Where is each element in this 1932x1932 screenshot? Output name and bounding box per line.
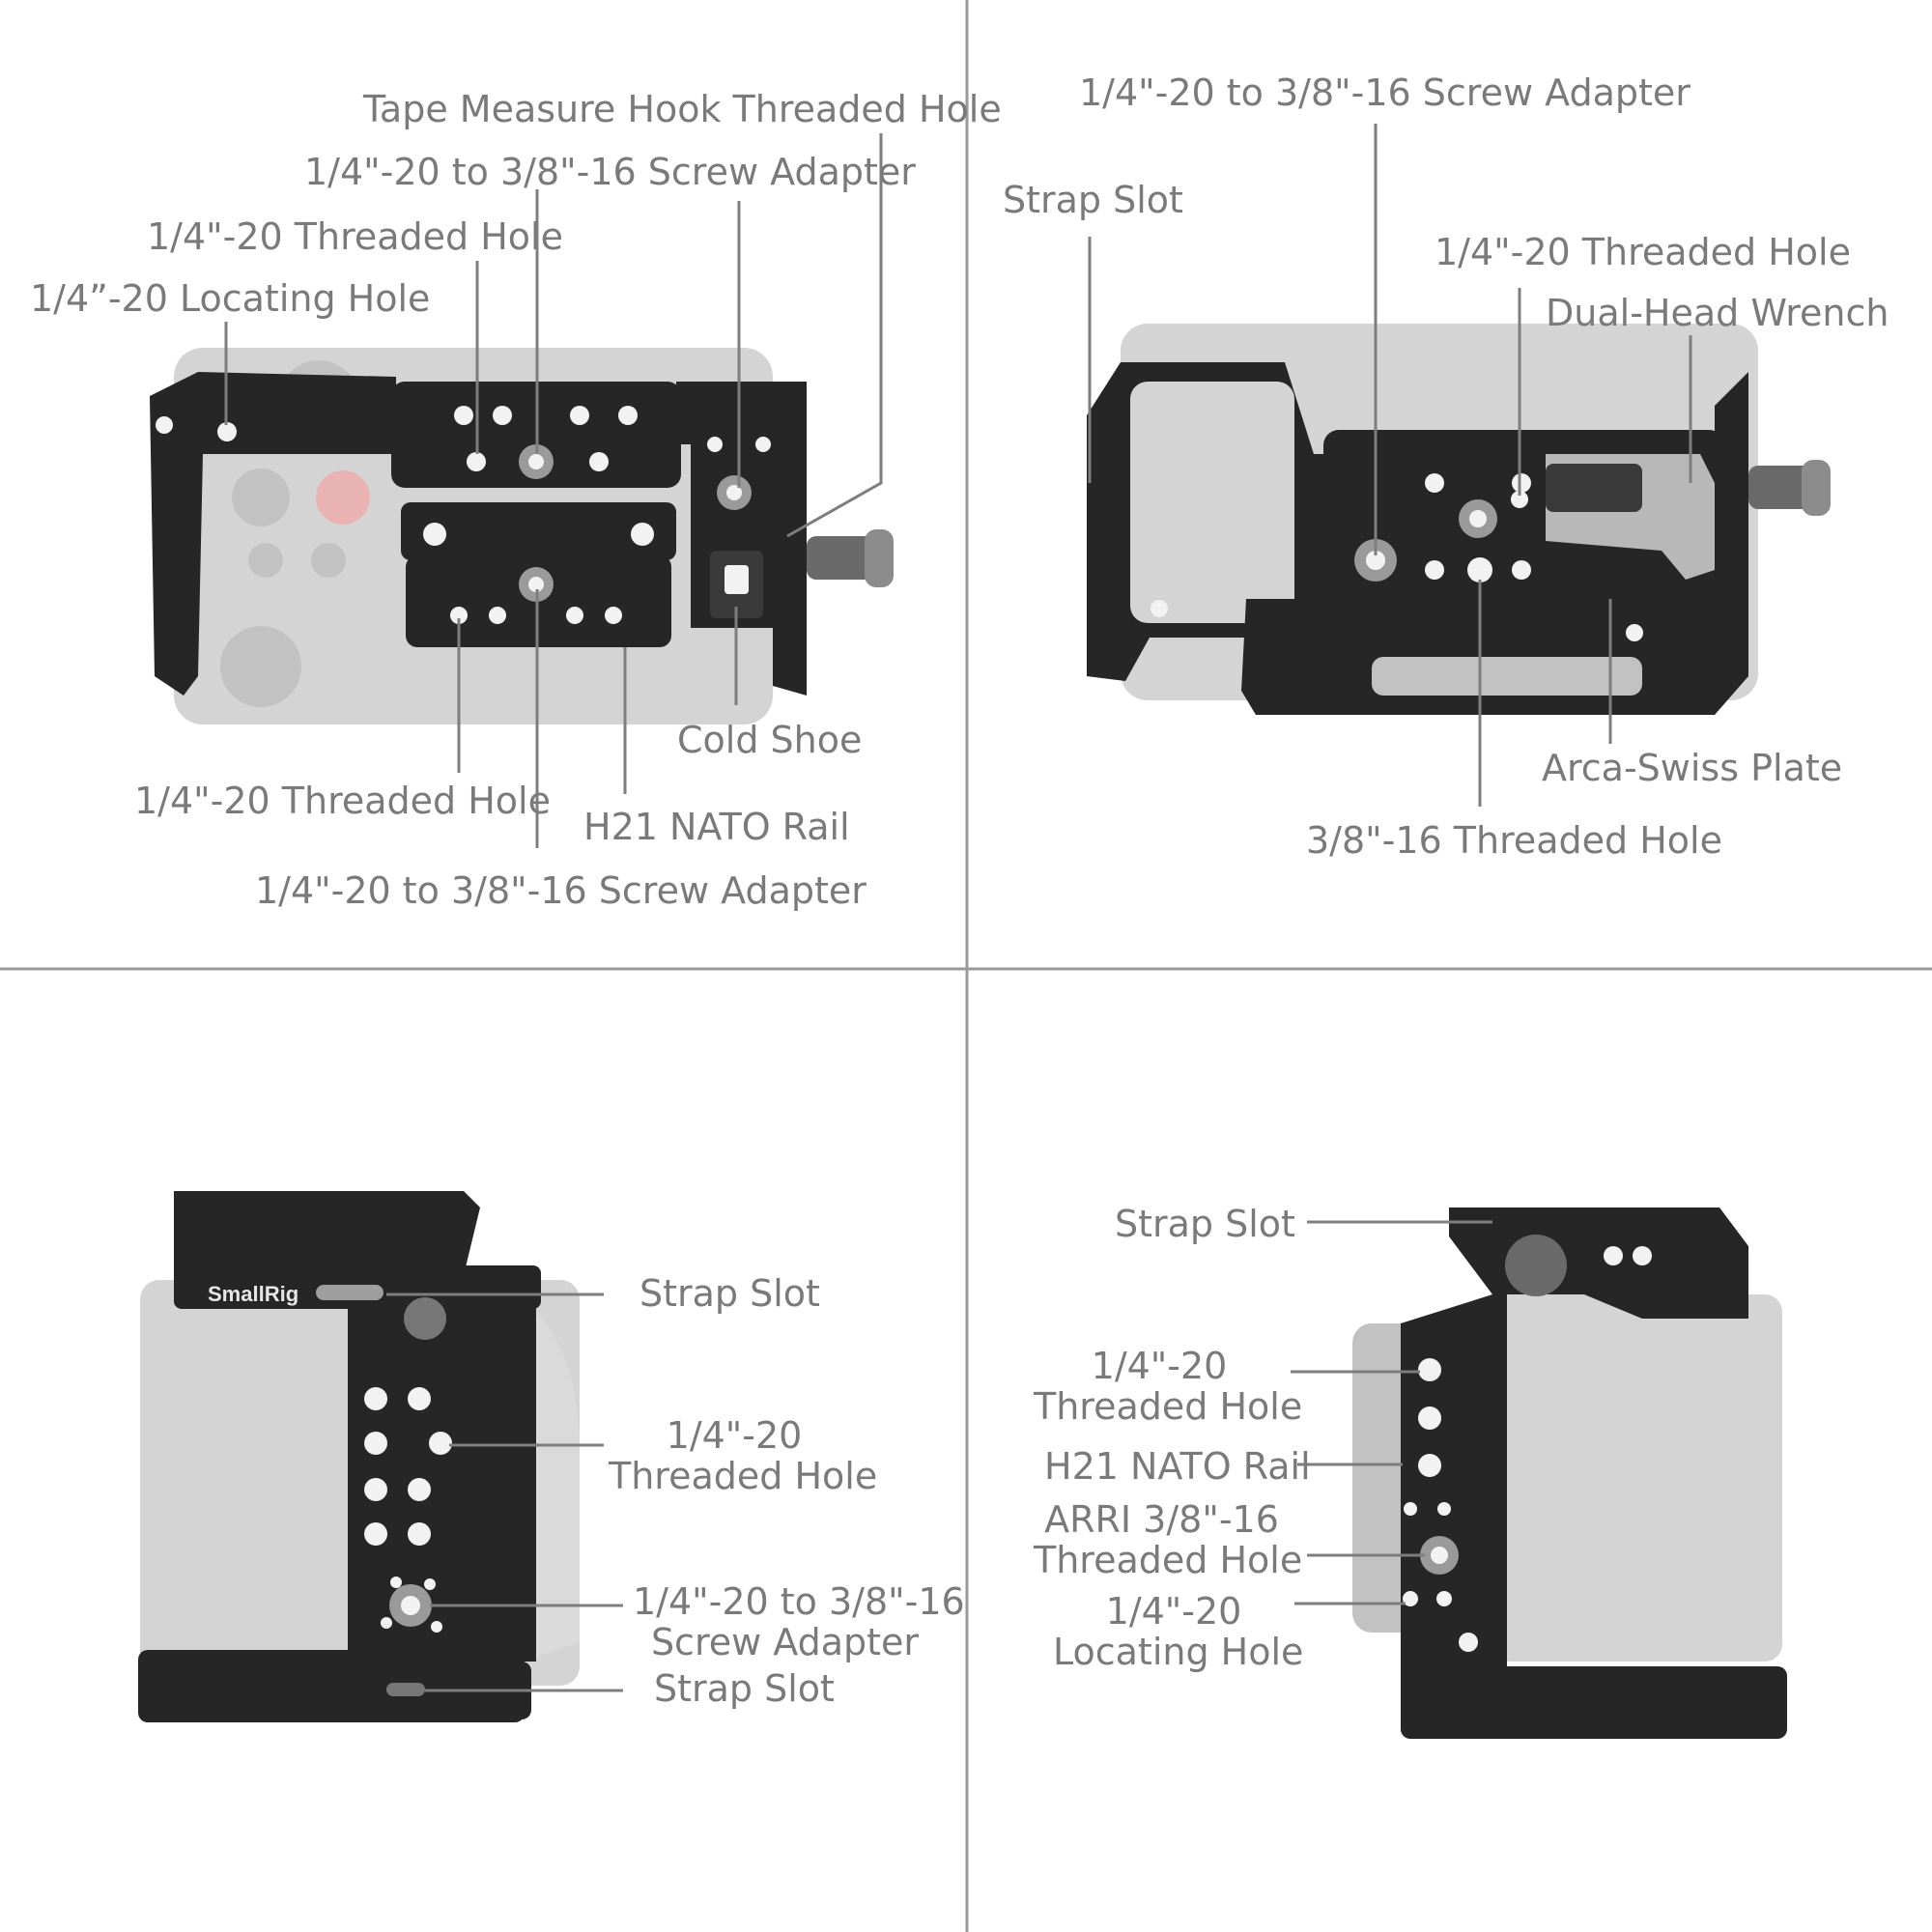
camera-joystick (220, 626, 301, 707)
port-side-leaders (1291, 1220, 1492, 1605)
label-threaded-hole-38: 3/8"-16 Threaded Hole (1306, 819, 1722, 862)
cage-base-lip (203, 1662, 531, 1719)
label-threaded-hole-bottomview: 1/4"-20 Threaded Hole (1435, 231, 1851, 273)
grip-side-holes (364, 1387, 452, 1633)
label-arri-line2: Threaded Hole (1034, 1539, 1303, 1581)
bottom-plate-holes (1151, 473, 1643, 641)
label-strap-slot-bottomview: Strap Slot (1003, 179, 1183, 221)
label-screw-adapter-top: 1/4"-20 to 3/8"-16 Screw Adapter (304, 151, 916, 193)
camera-grip (454, 1265, 580, 1662)
cage-right-side (1715, 372, 1748, 715)
label-nato-rail-port: H21 NATO Rail (1044, 1445, 1311, 1488)
label-arri-threaded-hole: ARRI 3/8"-16 Threaded Hole (1034, 1498, 1303, 1581)
nato-rail-holes (423, 523, 654, 624)
label-screw-adapter-grip: 1/4"-20 to 3/8"-16 Screw Adapter (633, 1580, 965, 1663)
label-screw-adapter-grip-line1: 1/4"-20 to 3/8"-16 (633, 1580, 965, 1623)
bottom-view-illustration (1087, 124, 1831, 807)
port-side-holes (1403, 1246, 1652, 1652)
label-tape-measure-hook-hole: Tape Measure Hook Threaded Hole (363, 88, 1002, 130)
label-strap-slot-top-grip: Strap Slot (639, 1272, 820, 1315)
label-threaded-hole-port-line2: Threaded Hole (1034, 1385, 1303, 1428)
label-arca-swiss-plate: Arca-Swiss Plate (1542, 747, 1843, 789)
side-knob-right (1748, 466, 1816, 509)
brand-logo: SmallRig (208, 1282, 299, 1306)
port-side-illustration (1291, 1208, 1787, 1739)
camera-button-2 (311, 543, 346, 578)
label-threaded-hole-port-line1: 1/4"-20 (1091, 1345, 1228, 1387)
label-strap-slot-port: Strap Slot (1115, 1203, 1295, 1245)
label-nato-rail-top: H21 NATO Rail (583, 806, 850, 848)
label-threaded-hole-port: 1/4"-20 Threaded Hole (1034, 1345, 1303, 1428)
label-threaded-hole-grip-line1: 1/4"-20 (666, 1414, 803, 1457)
label-cold-shoe: Cold Shoe (677, 719, 863, 761)
camera-button-1 (248, 543, 283, 578)
label-strap-slot-bottom-grip: Strap Slot (654, 1667, 835, 1710)
top-knob-right (1505, 1235, 1567, 1296)
top-view-leaders (224, 133, 883, 848)
side-knob-grip (865, 529, 894, 587)
label-threaded-hole-grip-line2: Threaded Hole (609, 1455, 878, 1497)
cage-right-bracket (676, 382, 807, 696)
cage-top-handle (174, 1191, 480, 1275)
grip-side-illustration (138, 1191, 623, 1722)
cage-side-plate (348, 1299, 536, 1662)
label-dual-head-wrench: Dual-Head Wrench (1546, 292, 1889, 334)
label-arri-line1: ARRI 3/8"-16 (1044, 1498, 1279, 1541)
strap-slot-bottom-shape (386, 1683, 425, 1696)
top-screw (404, 1297, 446, 1340)
label-threaded-hole-grip: 1/4"-20 Threaded Hole (609, 1414, 878, 1497)
cage-side-plate-right (1401, 1294, 1507, 1681)
camera-dial-2 (232, 469, 290, 526)
label-screw-adapter-bottom: 1/4"-20 to 3/8"-16 Screw Adapter (255, 869, 867, 912)
label-locating-hole: 1/4”-20 Locating Hole (30, 277, 431, 320)
cage-base-right (1401, 1666, 1787, 1739)
bottom-view-leaders (1088, 124, 1692, 807)
camera-button-red (316, 470, 370, 525)
label-locating-line2: Locating Hole (1053, 1631, 1304, 1673)
strap-slot-top-shape (316, 1285, 384, 1300)
camera-body-port-side (1492, 1294, 1782, 1662)
cage-left-frame (150, 372, 396, 696)
label-threaded-hole-top: 1/4"-20 Threaded Hole (147, 215, 563, 258)
label-threaded-hole-bottom: 1/4"-20 Threaded Hole (134, 780, 551, 822)
label-screw-adapter-bottomview: 1/4"-20 to 3/8"-16 Screw Adapter (1079, 71, 1690, 114)
label-locating-line1: 1/4"-20 (1105, 1590, 1242, 1633)
grip-side-leaders (386, 1293, 623, 1692)
label-locating-hole-port: 1/4"-20 Locating Hole (1053, 1590, 1304, 1673)
top-plate-holes (156, 406, 771, 510)
cage-mid-rail (401, 502, 676, 560)
top-view-illustration (150, 133, 894, 848)
label-screw-adapter-grip-line2: Screw Adapter (650, 1621, 920, 1663)
